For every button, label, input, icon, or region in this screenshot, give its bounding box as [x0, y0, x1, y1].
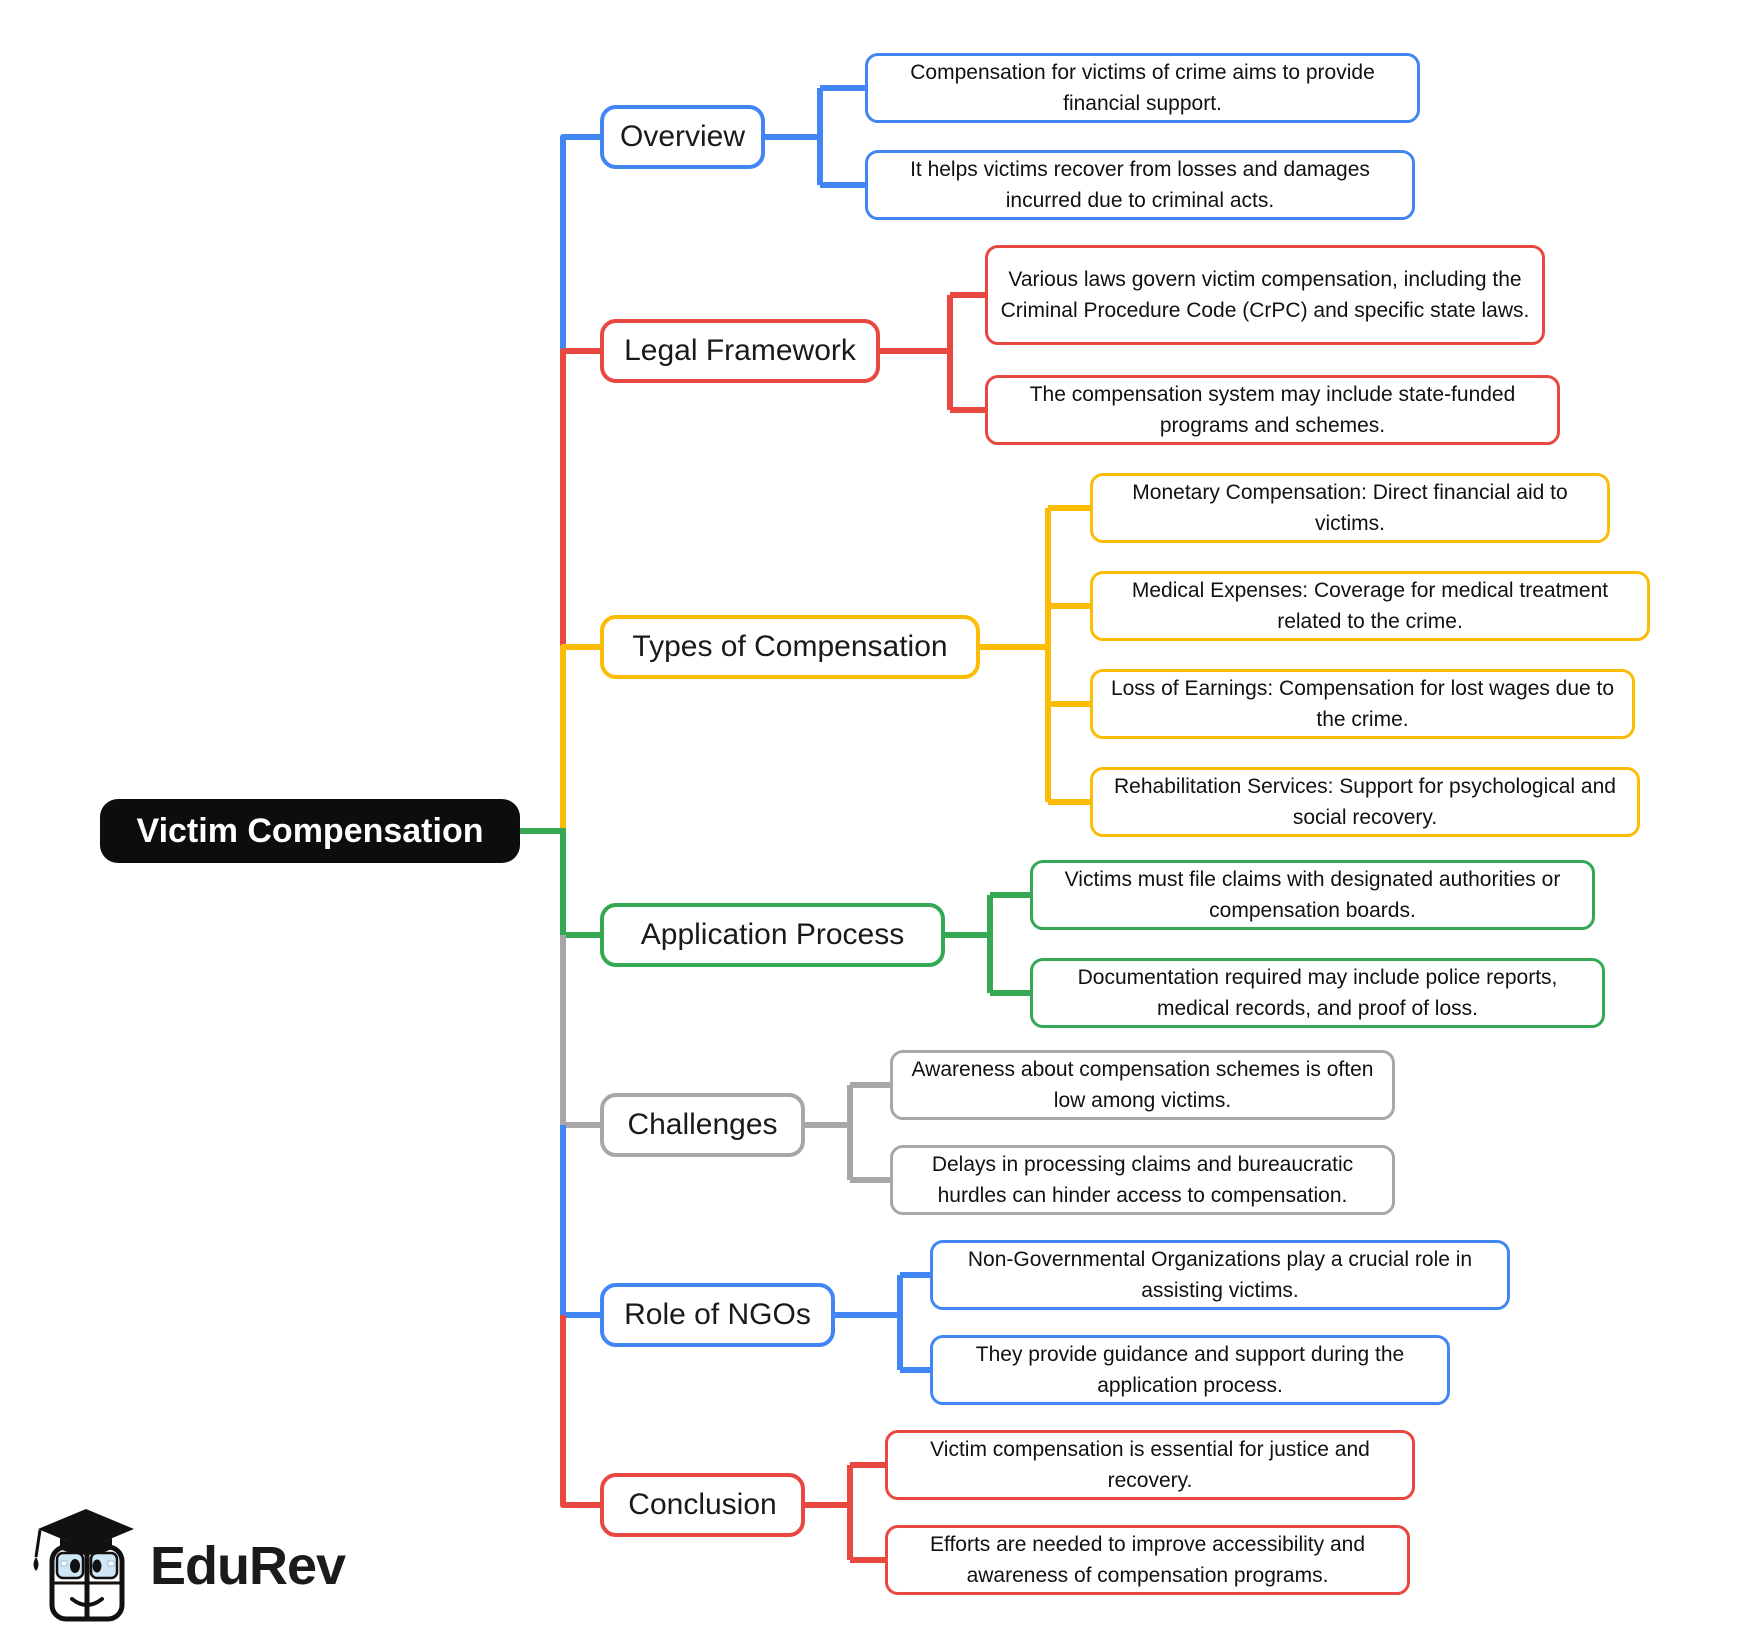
note-types-2: Medical Expenses: Coverage for medical t…	[1090, 571, 1650, 641]
note-application-process-2: Documentation required may include polic…	[1030, 958, 1605, 1028]
note-conclusion-2: Efforts are needed to improve accessibil…	[885, 1525, 1410, 1595]
branch-node-types-of-compensation: Types of Compensation	[600, 615, 980, 679]
elbow-application-process	[940, 892, 1037, 996]
edurev-mascot-icon	[33, 1509, 134, 1622]
branch-node-overview: Overview	[600, 105, 765, 169]
note-application-process-1: Victims must file claims with designated…	[1030, 860, 1595, 930]
spine-overview	[560, 134, 615, 351]
branch-node-legal-framework: Legal Framework	[600, 319, 880, 383]
note-legal-framework-1: Various laws govern victim compensation,…	[985, 245, 1545, 345]
elbow-overview	[760, 85, 872, 188]
spine-legal-framework	[560, 348, 615, 647]
note-conclusion-1: Victim compensation is essential for jus…	[885, 1430, 1415, 1500]
note-legal-framework-2: The compensation system may include stat…	[985, 375, 1560, 445]
elbow-types	[975, 505, 1097, 805]
spine-types	[560, 644, 615, 831]
elbow-legal-framework	[875, 292, 992, 413]
branch-node-application-process: Application Process	[600, 903, 945, 967]
note-types-3: Loss of Earnings: Compensation for lost …	[1090, 669, 1635, 739]
elbow-conclusion	[800, 1462, 892, 1563]
note-types-4: Rehabilitation Services: Support for psy…	[1090, 767, 1640, 837]
note-role-of-ngos-1: Non-Governmental Organizations play a cr…	[930, 1240, 1510, 1310]
note-overview-2: It helps victims recover from losses and…	[865, 150, 1415, 220]
spine-conclusion	[560, 1315, 615, 1508]
root-node: Victim Compensation	[100, 799, 520, 863]
branch-node-conclusion: Conclusion	[600, 1473, 805, 1537]
elbow-role-of-ngos	[830, 1272, 937, 1373]
note-role-of-ngos-2: They provide guidance and support during…	[930, 1335, 1450, 1405]
note-types-1: Monetary Compensation: Direct financial …	[1090, 473, 1610, 543]
elbow-challenges	[800, 1082, 897, 1183]
branch-node-challenges: Challenges	[600, 1093, 805, 1157]
note-challenges-1: Awareness about compensation schemes is …	[890, 1050, 1395, 1120]
edurev-wordmark: EduRev	[150, 1536, 346, 1596]
edurev-logo: EduRev	[30, 1505, 346, 1627]
note-challenges-2: Delays in processing claims and bureaucr…	[890, 1145, 1395, 1215]
note-overview-1: Compensation for victims of crime aims t…	[865, 53, 1420, 123]
branch-node-role-of-ngos: Role of NGOs	[600, 1283, 835, 1347]
